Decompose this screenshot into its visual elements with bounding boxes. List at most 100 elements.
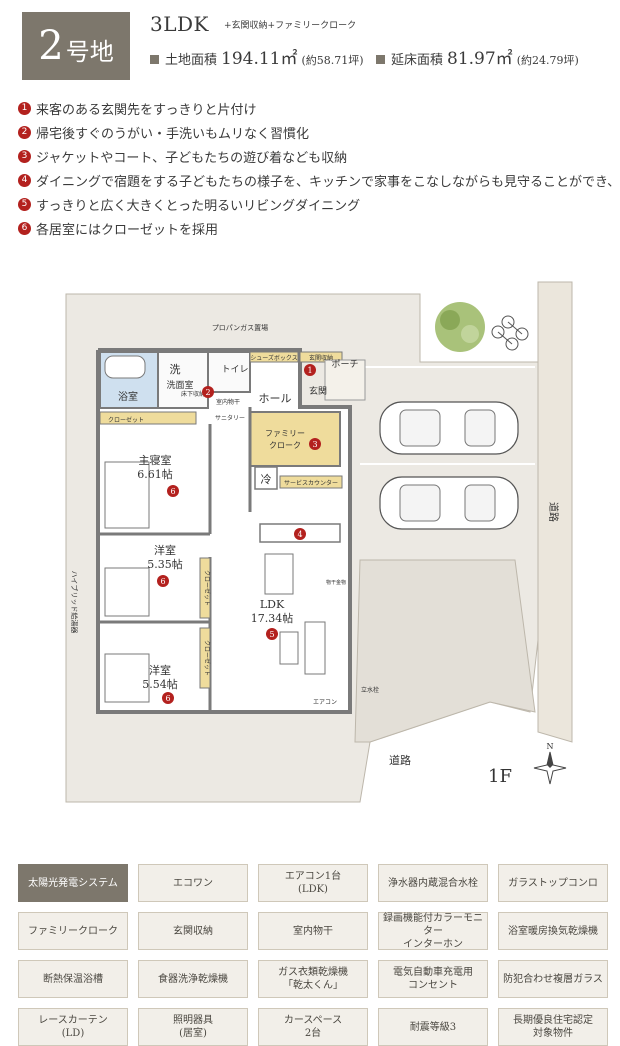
layout-extra: +玄関収納+ファミリークローク xyxy=(224,21,357,31)
floor-plan: 洗 洗面室 トイレ 浴室 シューズボックス 玄関収納 玄関 ポーチ ホール 床下… xyxy=(60,272,580,816)
compass-icon: N xyxy=(533,742,567,785)
porch xyxy=(324,359,366,401)
feature-number: 6 xyxy=(18,221,31,235)
room1-size: 5.35帖 xyxy=(147,558,183,571)
entrance-label: 玄関 xyxy=(309,385,327,397)
master-bedroom-label: 主寝室 xyxy=(139,453,172,467)
family-closet-label-2: クローク xyxy=(269,441,301,450)
feature-list: 1 来客のある玄関先をすっきりと片付け 2 帰宅後すぐのうがい・手洗いもムリなく習慣… xyxy=(18,96,620,240)
equipment-item: レースカーテン (LD) xyxy=(18,1008,128,1046)
equipment-item: エコワン xyxy=(138,864,248,902)
feature-number: 1 xyxy=(18,101,31,115)
equipment-item: エアコン1台 (LDK) xyxy=(258,864,368,902)
shoebox-label: シューズボックス xyxy=(250,354,298,362)
svg-text:3: 3 xyxy=(312,440,317,449)
lot-number: 2 xyxy=(38,23,64,69)
feature-text: 各居室にはクローゼットを採用 xyxy=(36,222,219,238)
lot-suffix: 号地 xyxy=(65,37,114,66)
sanitary-label: サニタリー xyxy=(215,414,245,422)
equipment-grid: 太陽光発電システム エコワン エアコン1台 (LDK) 浄水器内蔵混合水栓 ガラ… xyxy=(18,864,608,1046)
feature-number: 2 xyxy=(18,125,31,139)
closet-label-room2: クローゼット xyxy=(203,640,211,676)
floor-storage-label: 床下収納 xyxy=(181,390,205,398)
equipment-item: 浄水器内蔵混合水栓 xyxy=(378,864,488,902)
svg-text:6: 6 xyxy=(160,577,165,586)
floor-area-value: 81.97㎡ xyxy=(447,49,513,69)
car-icon xyxy=(379,401,519,455)
equipment-item: 浴室暖房換気乾燥機 xyxy=(498,912,608,950)
room2-size: 5.54帖 xyxy=(142,678,178,691)
equipment-item: 電気自動車充電用 コンセント xyxy=(378,960,488,998)
land-area-tsubo: (約58.71坪) xyxy=(301,54,364,67)
floor-area-tsubo: (約24.79坪) xyxy=(516,54,579,67)
propane-label: プロパンガス置場 xyxy=(212,323,268,332)
svg-text:6: 6 xyxy=(170,487,175,496)
tree-icon xyxy=(435,302,485,352)
aircon-label: エアコン xyxy=(313,699,337,706)
feature-item: 1 来客のある玄関先をすっきりと片付け xyxy=(18,96,620,120)
equipment-item: カースペース 2台 xyxy=(258,1008,368,1046)
dining-table xyxy=(264,553,294,595)
road-south-label: 道路 xyxy=(389,753,411,767)
road-east-label: 道路 xyxy=(547,502,560,522)
svg-text:1: 1 xyxy=(307,366,312,375)
land-area: 土地面積 194.11㎡ (約58.71坪) xyxy=(150,44,364,69)
equipment-item: 録画機能付カラーモニター インターホン xyxy=(378,912,488,950)
compass-north-label: N xyxy=(547,742,554,751)
feature-text: すっきりと広く大きくとった明るいリビングダイニング xyxy=(36,198,361,214)
family-closet xyxy=(249,411,341,467)
entrance-storage-label: 玄関収納 xyxy=(309,354,333,362)
svg-text:2: 2 xyxy=(205,388,210,397)
feature-text: 帰宅後すぐのうがい・手洗いもムリなく習慣化 xyxy=(36,126,310,142)
drying-hardware-label: 物干金物 xyxy=(326,579,346,586)
feature-item: 6 各居室にはクローゼットを採用 xyxy=(18,216,620,240)
floor-area-label: 延床面積 xyxy=(391,53,444,68)
bath-label: 浴室 xyxy=(118,390,138,403)
land-area-label: 土地面積 xyxy=(165,53,218,68)
vertical-faucet-label: 立水栓 xyxy=(361,686,379,694)
floor-label: 1F xyxy=(488,766,512,787)
house-walls xyxy=(96,348,352,714)
hall-label: ホール xyxy=(259,392,292,405)
marker-icon: 1 2 3 4 5 6 6 6 xyxy=(157,364,321,704)
square-bullet-icon xyxy=(376,55,385,64)
feature-item: 3 ジャケットやコート、子どもたちの遊び着なども収納 xyxy=(18,144,620,168)
feature-number: 3 xyxy=(18,149,31,163)
equipment-item: 長期優良住宅認定 対象物件 xyxy=(498,1008,608,1046)
equipment-item: 食器洗浄乾燥機 xyxy=(138,960,248,998)
car-icon xyxy=(379,476,519,530)
equipment-item: 照明器具 (居室) xyxy=(138,1008,248,1046)
hybrid-heater-label: ハイブリッド給湯器 xyxy=(70,571,79,634)
floor-area: 延床面積 81.97㎡ (約24.79坪) xyxy=(376,44,579,69)
equipment-item: 断熱保温浴槽 xyxy=(18,960,128,998)
equipment-item: ガス衣類乾燥機 「乾太くん」 xyxy=(258,960,368,998)
lot-number-badge: 2 号地 xyxy=(22,12,130,80)
ldk-size: 17.34帖 xyxy=(251,612,294,625)
feature-text: 来客のある玄関先をすっきりと片付け xyxy=(36,102,257,118)
feature-text: ジャケットやコート、子どもたちの遊び着なども収納 xyxy=(36,150,348,166)
square-bullet-icon xyxy=(150,55,159,64)
svg-text:6: 6 xyxy=(165,694,170,703)
feature-item: 5 すっきりと広く大きくとった明るいリビングダイニング xyxy=(18,192,620,216)
feature-item: 2 帰宅後すぐのうがい・手洗いもムリなく習慣化 xyxy=(18,120,620,144)
service-counter-label: サービスカウンター xyxy=(284,479,338,487)
equipment-item: ガラストップコンロ xyxy=(498,864,608,902)
feature-number: 5 xyxy=(18,197,31,211)
closet-label-bath: クローゼット xyxy=(108,416,144,424)
feature-text: ダイニングで宿題をする子どもたちの様子を、キッチンで家事をこなしながらも見守るこ… xyxy=(36,174,620,190)
family-closet-label-1: ファミリー xyxy=(265,429,305,438)
road-east xyxy=(537,281,573,743)
svg-text:4: 4 xyxy=(297,530,302,539)
equipment-item: 玄関収納 xyxy=(138,912,248,950)
toilet-label: トイレ xyxy=(221,365,248,375)
land-area-value: 194.11㎡ xyxy=(221,49,298,69)
washroom-label: 洗面室 xyxy=(166,379,193,391)
svg-text:5: 5 xyxy=(269,630,274,639)
bicycle-icon xyxy=(491,315,529,351)
master-bedroom-size: 6.61帖 xyxy=(137,468,173,481)
driveway xyxy=(354,559,536,743)
porch-label: ポーチ xyxy=(331,359,358,370)
fridge-label: 冷 xyxy=(261,473,272,486)
closet-label-room1: クローゼット xyxy=(203,570,211,606)
